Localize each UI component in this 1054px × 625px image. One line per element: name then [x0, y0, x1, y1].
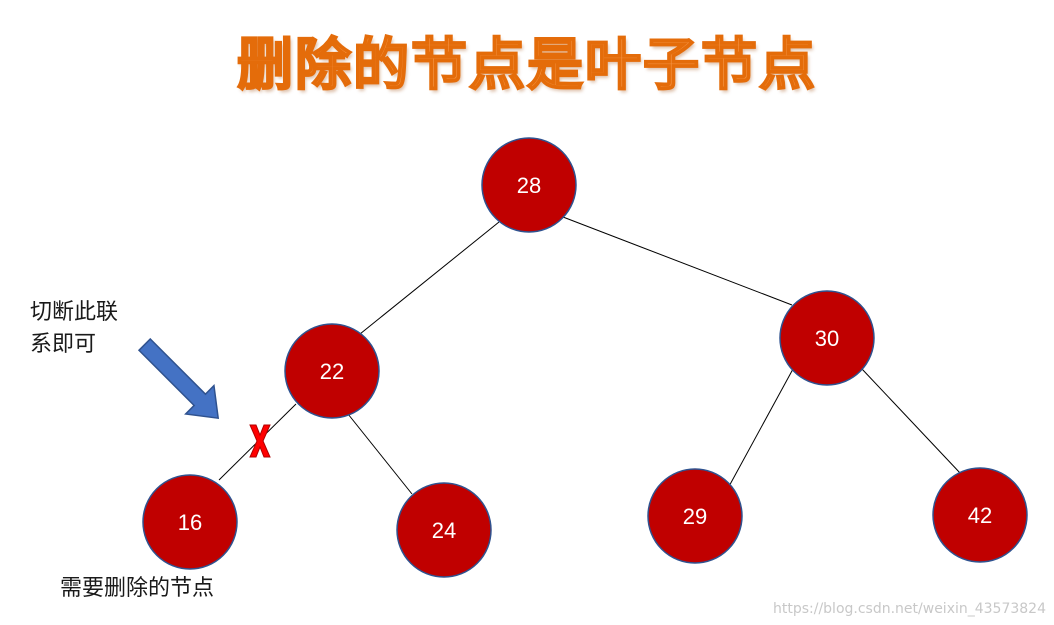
tree-node-24: 24 [396, 482, 492, 578]
edge-28-30 [562, 216, 793, 306]
page-title: 删除的节点是叶子节点 [236, 32, 817, 99]
tree-node-16: 16 [142, 474, 238, 570]
node-label: 22 [320, 359, 344, 384]
edge-30-42 [861, 368, 962, 475]
cut-mark-icon [249, 424, 271, 458]
node-label: 29 [683, 504, 707, 529]
tree-node-22: 22 [284, 323, 380, 419]
node-label: 24 [432, 518, 456, 543]
node-label: 16 [178, 510, 202, 535]
tree-node-42: 42 [932, 467, 1028, 563]
instruction-line-1: 切断此联 [30, 300, 119, 325]
tree-node-29: 29 [647, 468, 743, 564]
edge-22-24 [339, 403, 413, 495]
tree-node-30: 30 [779, 290, 875, 386]
node-label: 28 [517, 173, 541, 198]
edge-30-29 [726, 368, 794, 491]
watermark: https://blog.csdn.net/weixin_43573824 [772, 601, 1046, 617]
tree-node-28: 28 [481, 137, 577, 233]
instruction-line-2: 系即可 [30, 332, 97, 357]
node-label: 30 [815, 326, 839, 351]
edge-28-22 [359, 221, 500, 335]
node-label: 42 [968, 503, 992, 528]
pointer-arrow-icon [137, 337, 220, 420]
cut-instruction-note: 切断此联 系即可 [30, 297, 118, 361]
delete-node-label: 需要删除的节点 [60, 576, 215, 601]
